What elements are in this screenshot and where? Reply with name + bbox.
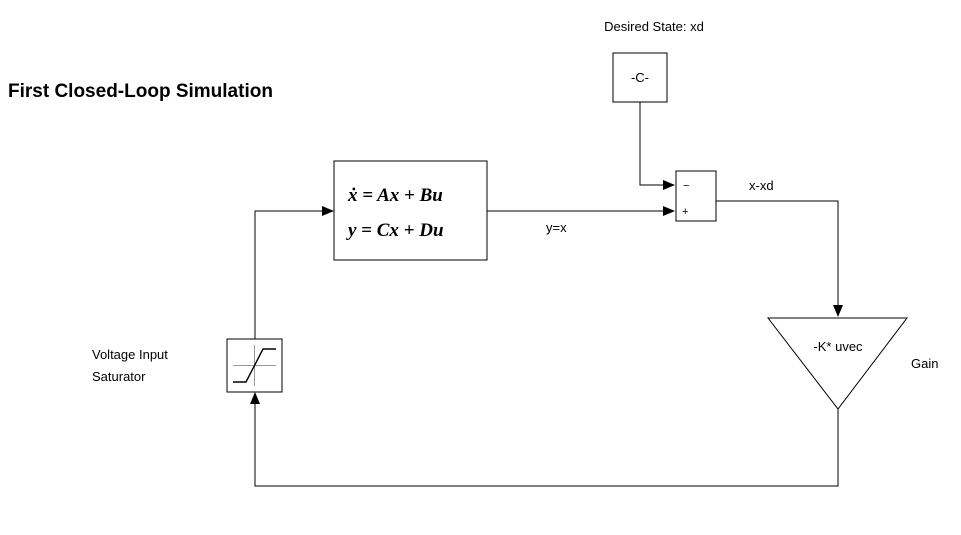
gain-block-label: Gain bbox=[911, 356, 938, 371]
sum-minus-sign: − bbox=[683, 180, 689, 192]
sum-plus-sign: + bbox=[682, 206, 688, 218]
signal-label-error: x-xd bbox=[749, 178, 774, 193]
wire-error[interactable] bbox=[716, 200, 839, 306]
saturation-block[interactable] bbox=[226, 338, 283, 393]
gain-block-value: -K* uvec bbox=[813, 339, 863, 354]
constant-block-value: -C- bbox=[631, 70, 649, 85]
wire-desired-state[interactable] bbox=[639, 102, 665, 186]
output-equation: y = Cx + Du bbox=[346, 220, 444, 241]
sum-block[interactable]: − + bbox=[675, 170, 717, 222]
gain-block[interactable]: -K* uvec bbox=[766, 317, 909, 410]
state-equation: ẋ = Ax + Bu bbox=[347, 185, 443, 206]
saturation-label-line1: Voltage Input bbox=[92, 347, 168, 362]
diagram-title: First Closed-Loop Simulation bbox=[8, 81, 273, 102]
wire-feedback[interactable] bbox=[254, 404, 839, 487]
constant-block[interactable]: -C- bbox=[612, 52, 668, 103]
state-space-block[interactable]: ẋ = Ax + Bu y = Cx + Du bbox=[333, 160, 488, 261]
arrowhead-gain-in bbox=[833, 305, 843, 317]
saturation-icon bbox=[233, 345, 276, 386]
arrowhead-plant-in bbox=[322, 206, 334, 216]
constant-block-label: Desired State: xd bbox=[604, 19, 704, 34]
arrowhead-sum-plus bbox=[663, 206, 675, 216]
arrowhead-saturator-in bbox=[250, 392, 260, 404]
saturation-label-line2: Saturator bbox=[92, 369, 146, 384]
signal-label-output: y=x bbox=[546, 220, 567, 235]
wire-control-u[interactable] bbox=[254, 210, 322, 339]
arrowhead-sum-minus bbox=[663, 180, 675, 190]
